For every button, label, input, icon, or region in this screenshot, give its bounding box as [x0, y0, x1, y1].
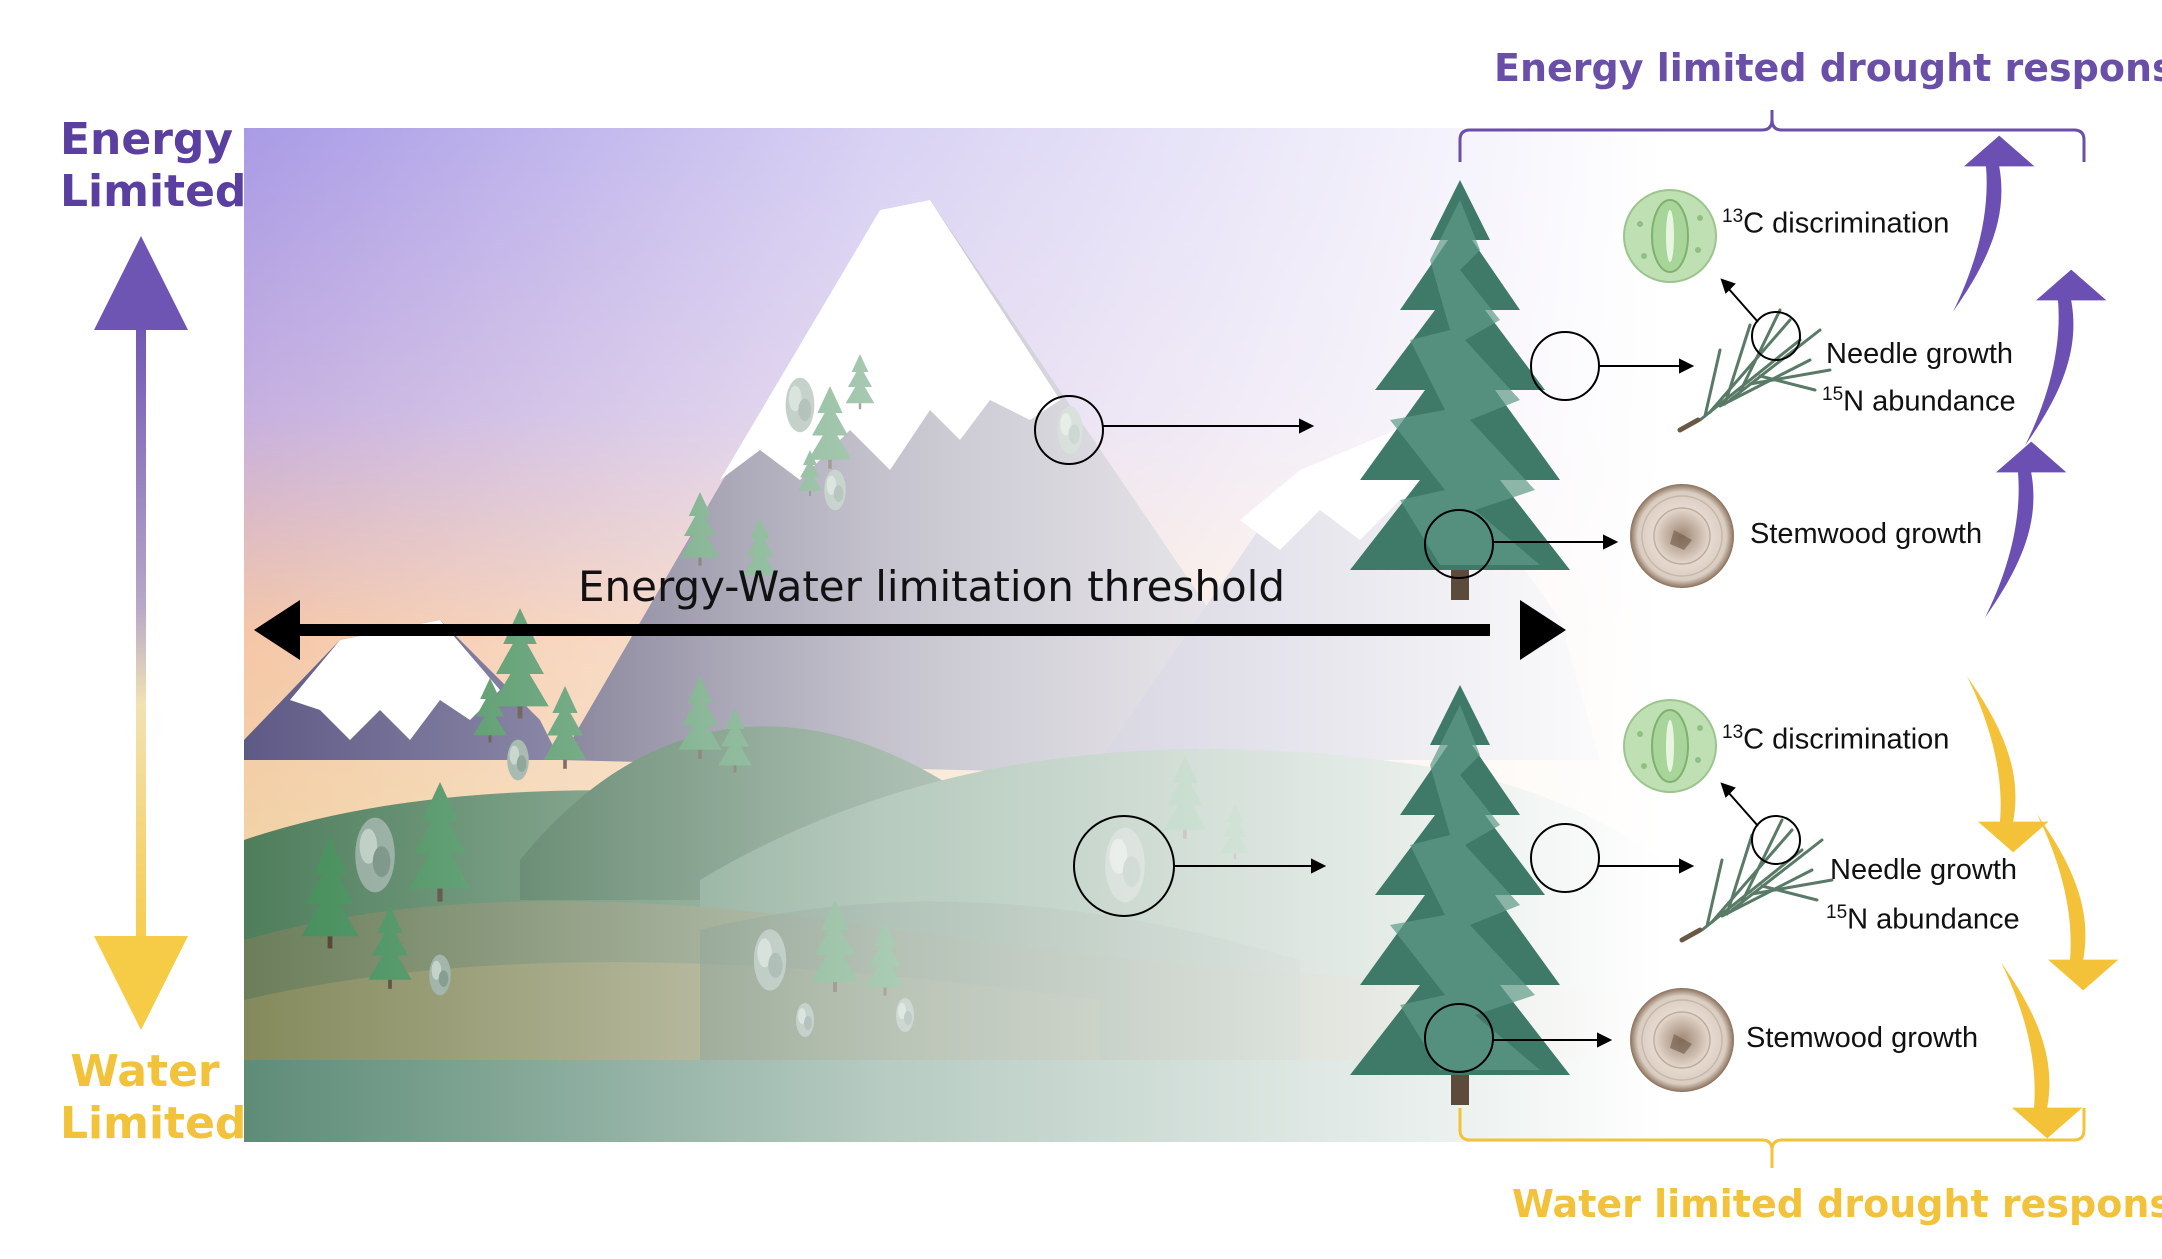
- trend-arrows-up: [1953, 135, 2107, 618]
- needle-callouts: [1720, 278, 1801, 865]
- energy-n15-text: N abundance: [1843, 385, 2016, 418]
- down-arrow-icon: [2001, 962, 2083, 1139]
- energy-stemwood-label: Stemwood growth: [1750, 518, 1983, 550]
- water-needle-label: Needle growth: [1830, 854, 2017, 886]
- trend-arrows-down: [1967, 676, 2119, 1139]
- water-limited-line1: Water: [70, 1046, 220, 1097]
- energy-limited-line1: Energy: [60, 114, 234, 165]
- water-c13-label: 13C discrimination: [1722, 722, 1949, 757]
- water-n15-text: N abundance: [1847, 903, 2020, 936]
- water-bracket: [1458, 1108, 2086, 1168]
- energy-water-axis-arrow: [94, 236, 188, 1030]
- up-arrow-icon: [1985, 441, 2067, 618]
- energy-bracket: [1458, 110, 2086, 162]
- water-limited-label: Water Limited: [60, 1046, 247, 1150]
- tree-callouts: [1424, 331, 1695, 1073]
- energy-c13-sup: 13: [1722, 206, 1744, 227]
- water-limited-line2: Limited: [60, 1098, 247, 1149]
- up-arrow-icon: [1953, 135, 2035, 312]
- down-arrow-icon: [1967, 676, 2049, 853]
- energy-c13-text: C discrimination: [1743, 207, 1950, 240]
- energy-n15-sup: 15: [1822, 384, 1844, 405]
- needles-icon: [1682, 820, 1832, 940]
- stomata-icon: [1623, 189, 1717, 283]
- water-n15-label: 15N abundance: [1826, 902, 2020, 937]
- water-c13-sup: 13: [1722, 722, 1744, 743]
- scene-callouts: [1034, 395, 1327, 917]
- threshold-arrow: [254, 600, 1566, 660]
- up-arrow-icon: [2025, 269, 2107, 446]
- water-n15-sup: 15: [1826, 902, 1848, 923]
- stomata-icon: [1623, 699, 1717, 793]
- energy-limited-label: Energy Limited: [60, 114, 247, 218]
- energy-needle-label: Needle growth: [1826, 338, 2013, 370]
- water-stemwood-label: Stemwood growth: [1746, 1022, 1979, 1054]
- water-response-title: Water limited drought response: [1512, 1182, 2162, 1226]
- energy-n15-label: 15N abundance: [1822, 384, 2016, 419]
- stemwood-icon: [1629, 987, 1735, 1093]
- stemwood-icon: [1629, 483, 1735, 589]
- energy-c13-label: 13C discrimination: [1722, 206, 1949, 241]
- water-c13-text: C discrimination: [1743, 723, 1950, 756]
- needles-icon: [1680, 310, 1830, 430]
- energy-limited-line2: Limited: [60, 166, 247, 217]
- threshold-label: Energy-Water limitation threshold: [578, 562, 1285, 611]
- energy-response-title: Energy limited drought response: [1494, 46, 2162, 90]
- down-arrow-icon: [2037, 814, 2119, 991]
